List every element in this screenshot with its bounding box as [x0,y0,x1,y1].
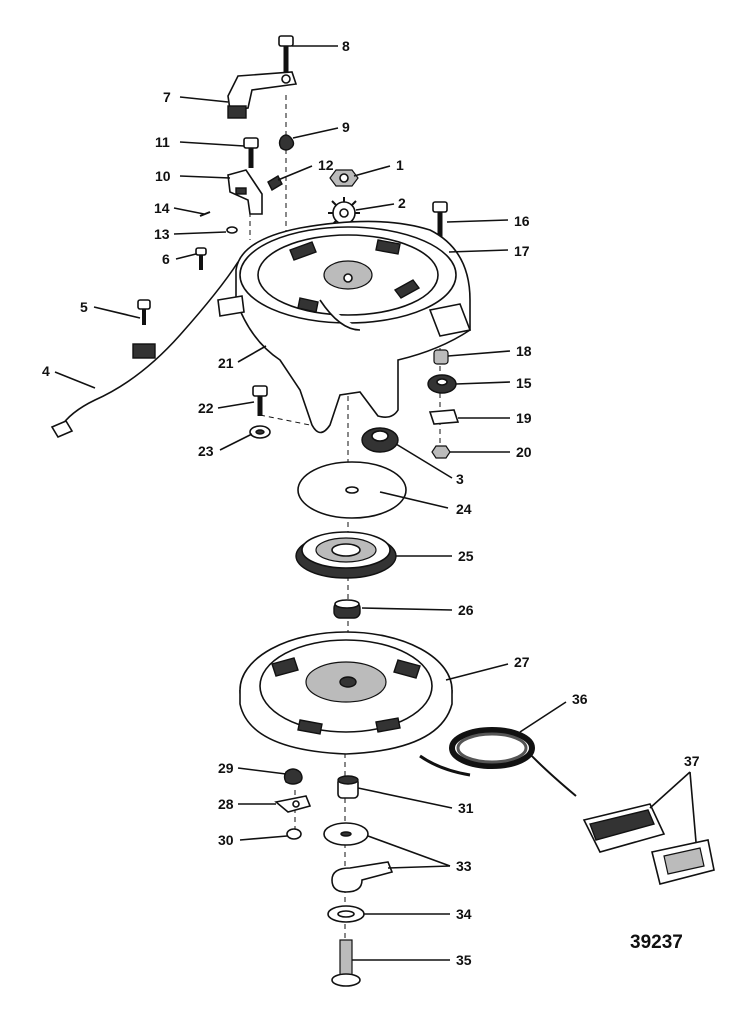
callout-36: 36 [572,691,588,707]
part-5-screw [137,299,151,325]
callout-24: 24 [456,501,472,517]
part-10-lever [227,169,263,215]
callout-33: 33 [456,858,472,874]
callout-28: 28 [218,796,234,812]
part-1-nut [329,169,359,187]
part-11-screw [243,137,259,168]
callout-3: 3 [456,471,464,487]
part-15-grommet [427,374,457,394]
part-33-plate-and-washer [323,822,394,893]
callout-23: 23 [198,443,214,459]
part-26-bushing [333,599,361,619]
callout-2: 2 [398,195,406,211]
callout-16: 16 [514,213,530,229]
callout-17: 17 [514,243,530,259]
part-37-starter-handle [582,803,715,885]
callout-37: 37 [684,753,700,769]
callout-21: 21 [218,355,234,371]
callout-5: 5 [80,299,88,315]
part-25-recoil-spring [295,531,397,579]
part-19-plate [428,409,460,425]
callout-13: 13 [154,226,170,242]
part-27-rotor-pulley [239,631,453,755]
callout-26: 26 [458,602,474,618]
callout-18: 18 [516,343,532,359]
callout-9: 9 [342,119,350,135]
part-34-washer [327,905,365,923]
part-36-starter-rope [419,727,577,797]
callout-30: 30 [218,832,234,848]
callout-15: 15 [516,375,532,391]
callout-29: 29 [218,760,234,776]
part-2-star-washer [328,197,360,229]
part-14-pin [199,211,211,217]
callout-7: 7 [163,89,171,105]
leader-lines [54,45,697,961]
part-35-bolt [331,939,361,987]
part-9-spring [278,134,295,151]
part-31-bushing [337,775,359,799]
part-28-pawl [274,795,312,813]
part-23-washer [249,425,271,439]
part-3-grommet [361,427,399,453]
part-4-cable [50,261,239,439]
part-8-screw [278,35,294,72]
part-16-bolt [432,201,448,240]
part-22-screw [252,385,268,416]
callout-22: 22 [198,400,214,416]
part-21-starter-housing [217,220,472,434]
part-13-washer [226,226,238,234]
part-6-screw [195,247,207,270]
callout-20: 20 [516,444,532,460]
callout-34: 34 [456,906,472,922]
callout-14: 14 [154,200,170,216]
callout-1: 1 [396,157,404,173]
callout-25: 25 [458,548,474,564]
callout-12: 12 [318,157,334,173]
callout-labels: 8 7 9 11 10 12 1 2 14 13 6 16 17 5 4 21 … [42,38,700,968]
part-7-bracket [227,71,298,119]
callout-4: 4 [42,363,50,379]
part-30-washer [286,828,302,840]
callout-19: 19 [516,410,532,426]
callout-35: 35 [456,952,472,968]
callout-6: 6 [162,251,170,267]
callout-11: 11 [155,134,170,150]
callout-31: 31 [458,800,474,816]
part-12-spring [267,175,283,191]
part-24-plate [297,461,407,519]
part-20-nut [431,445,451,459]
part-18-spacer [433,349,449,365]
callout-27: 27 [514,654,530,670]
callout-8: 8 [342,38,350,54]
part-29-spring [283,768,303,785]
callout-10: 10 [155,168,171,184]
figure-number: 39237 [630,932,683,953]
